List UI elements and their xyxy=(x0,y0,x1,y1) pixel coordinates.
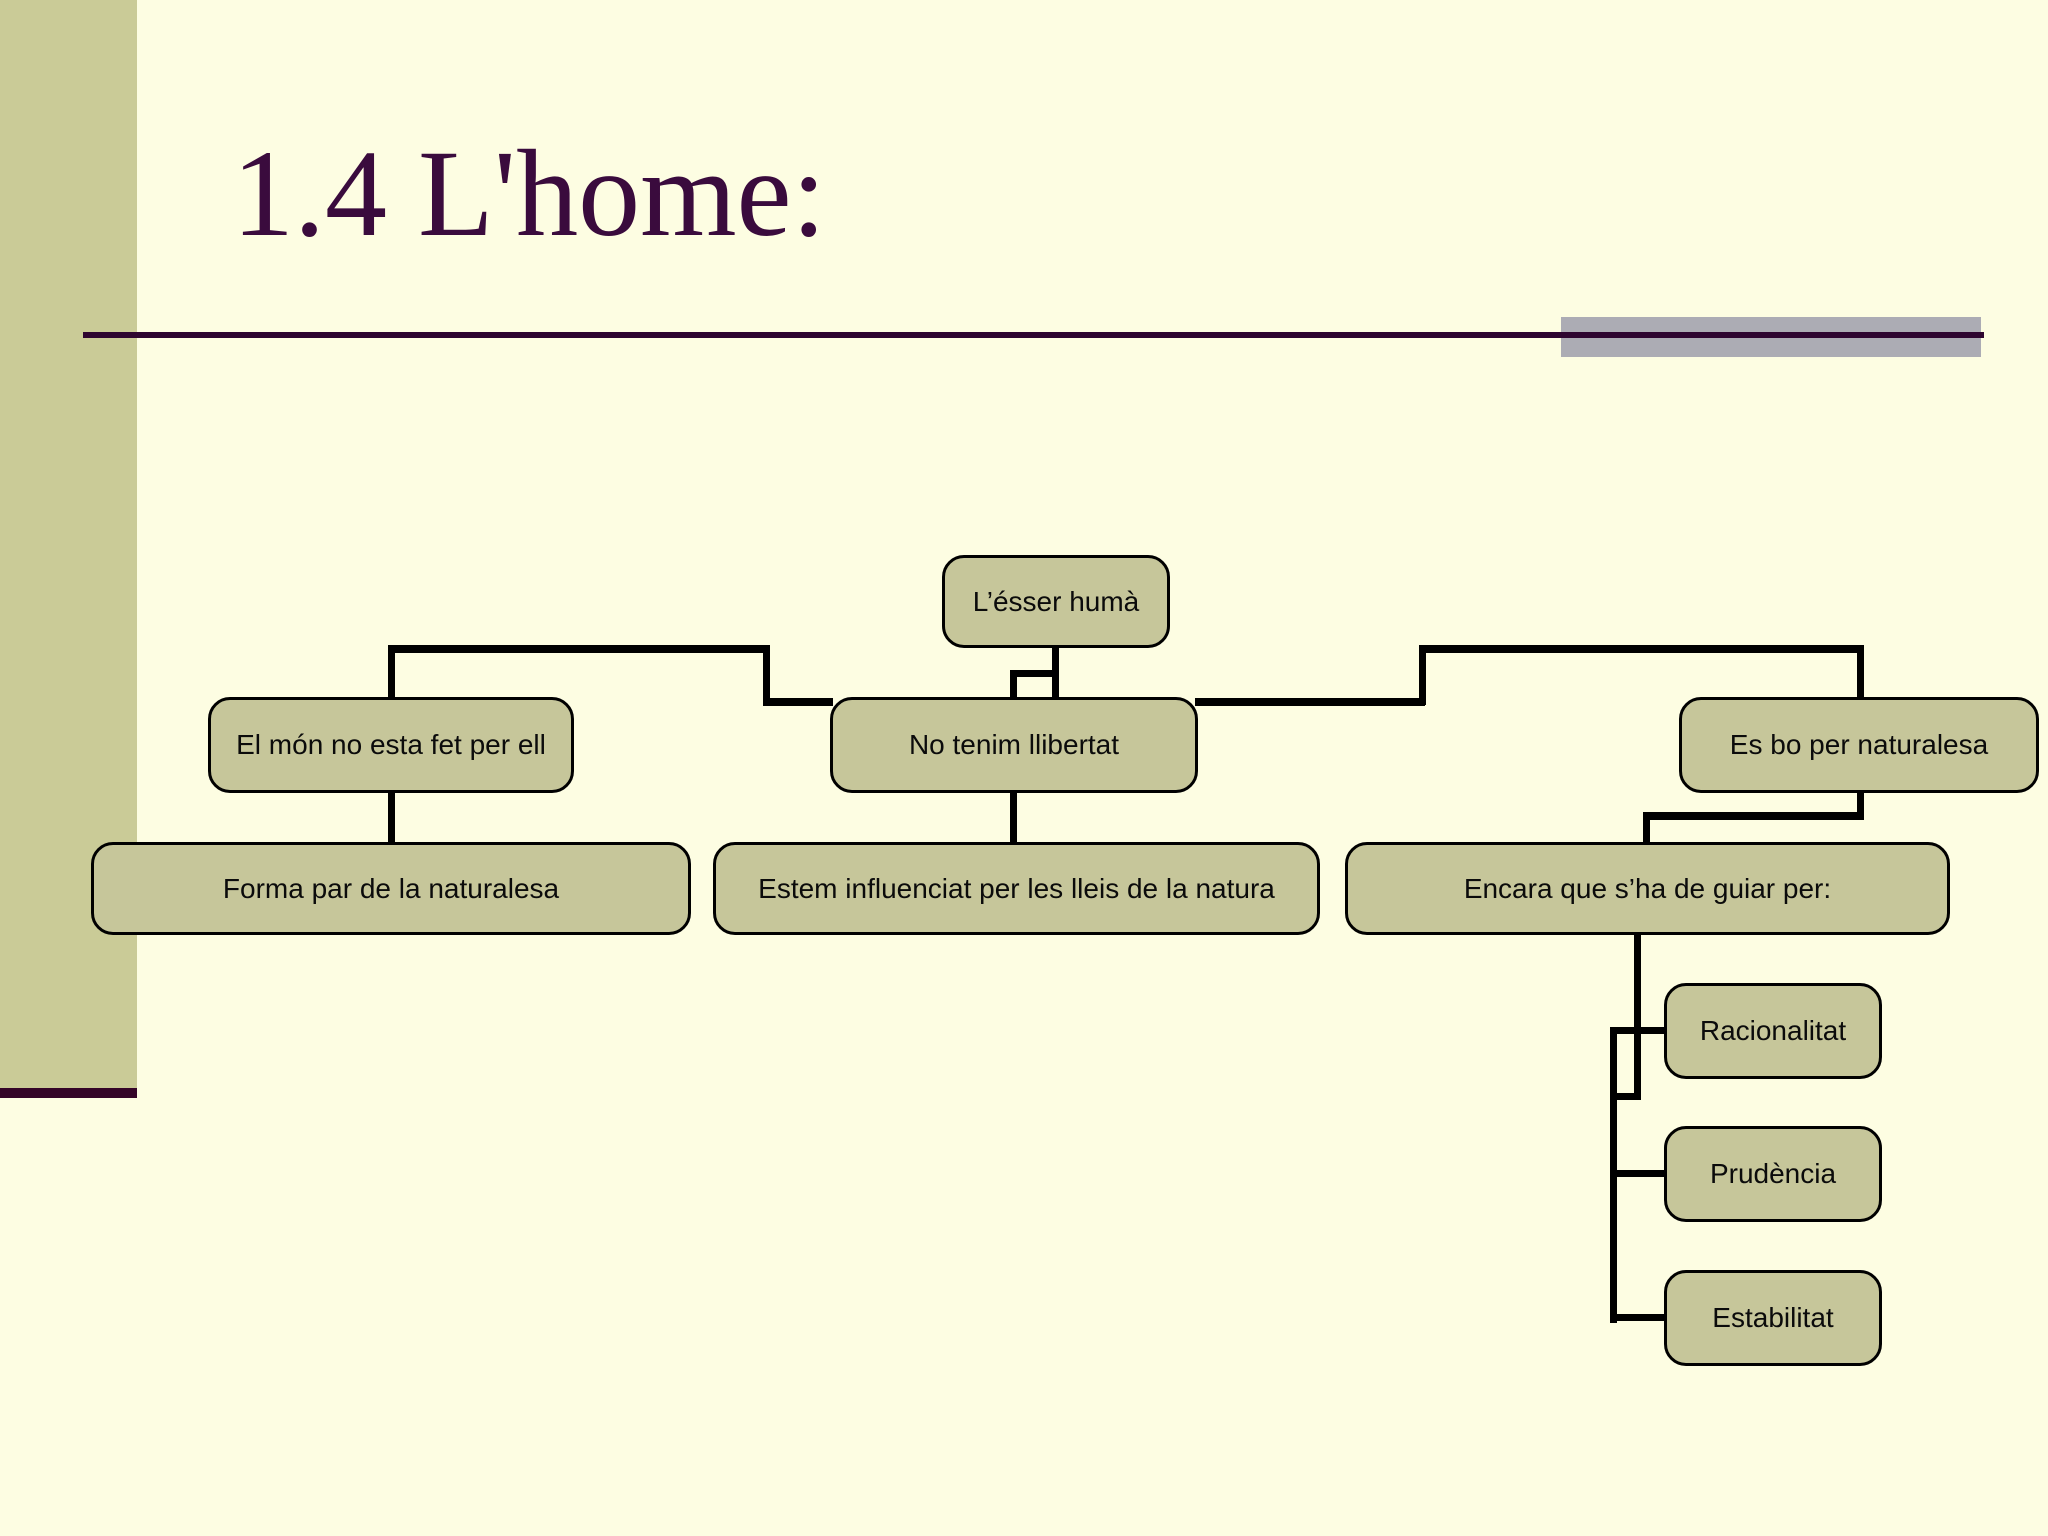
node-label: L’ésser humà xyxy=(972,585,1140,617)
connector-right-jog-v xyxy=(1419,645,1426,705)
connector-bo-to-encara-v2 xyxy=(1643,812,1650,845)
connector-left-bus xyxy=(388,645,770,653)
node-label: Forma par de la naturalesa xyxy=(222,872,560,904)
node-label: Estem influenciat per les lleis de la na… xyxy=(758,872,1275,904)
node-esser-huma: L’ésser humà xyxy=(942,555,1170,648)
node-label: Racionalitat xyxy=(1699,1015,1847,1046)
connector-root-notch-v xyxy=(1010,670,1017,700)
connector-stub-prudencia xyxy=(1610,1170,1664,1177)
connector-bo-to-encara-v1 xyxy=(1857,790,1864,820)
node-label: El món no esta fet per ell xyxy=(236,729,546,760)
node-label: Prudència xyxy=(1709,1158,1837,1189)
connector-stub-racionalitat xyxy=(1610,1027,1664,1034)
connector-encara-trunk-v1 xyxy=(1634,933,1641,1100)
node-mon-no-fet: El món no esta fet per ell xyxy=(208,697,574,793)
node-forma-par: Forma par de la naturalesa xyxy=(91,842,691,935)
connector-left-jog-h xyxy=(763,698,833,706)
node-label: Encara que s’ha de guiar per: xyxy=(1463,872,1832,904)
title-rule xyxy=(83,332,1984,338)
connector-llibertat-to-estem xyxy=(1010,790,1017,845)
connector-right-jog-h xyxy=(1195,698,1425,706)
connector-root-notch-h xyxy=(1010,670,1059,677)
node-prudencia: Prudència xyxy=(1664,1126,1882,1222)
connector-bo-to-encara-h xyxy=(1643,812,1864,820)
node-label: Es bo per naturalesa xyxy=(1729,729,1989,760)
sidebar-bottom-strip xyxy=(0,1088,137,1098)
node-no-llibertat: No tenim llibertat xyxy=(830,697,1198,793)
node-encara-guiar: Encara que s’ha de guiar per: xyxy=(1345,842,1950,935)
connector-right-bus xyxy=(1419,645,1864,653)
node-label: No tenim llibertat xyxy=(908,729,1120,760)
connector-left-drop xyxy=(388,645,395,700)
connector-mon-to-forma xyxy=(388,790,395,845)
node-racionalitat: Racionalitat xyxy=(1664,983,1882,1079)
connector-right-drop xyxy=(1857,645,1864,700)
node-estabilitat: Estabilitat xyxy=(1664,1270,1882,1366)
node-influenciat: Estem influenciat per les lleis de la na… xyxy=(713,842,1320,935)
connector-stub-estabilitat xyxy=(1610,1314,1664,1321)
node-bo-naturalesa: Es bo per naturalesa xyxy=(1679,697,2039,793)
page-title: 1.4 L'home: xyxy=(232,125,827,262)
connector-left-jog-v xyxy=(763,645,770,705)
node-label: Estabilitat xyxy=(1712,1302,1834,1333)
connector-encara-trunk-notch xyxy=(1610,1093,1641,1100)
